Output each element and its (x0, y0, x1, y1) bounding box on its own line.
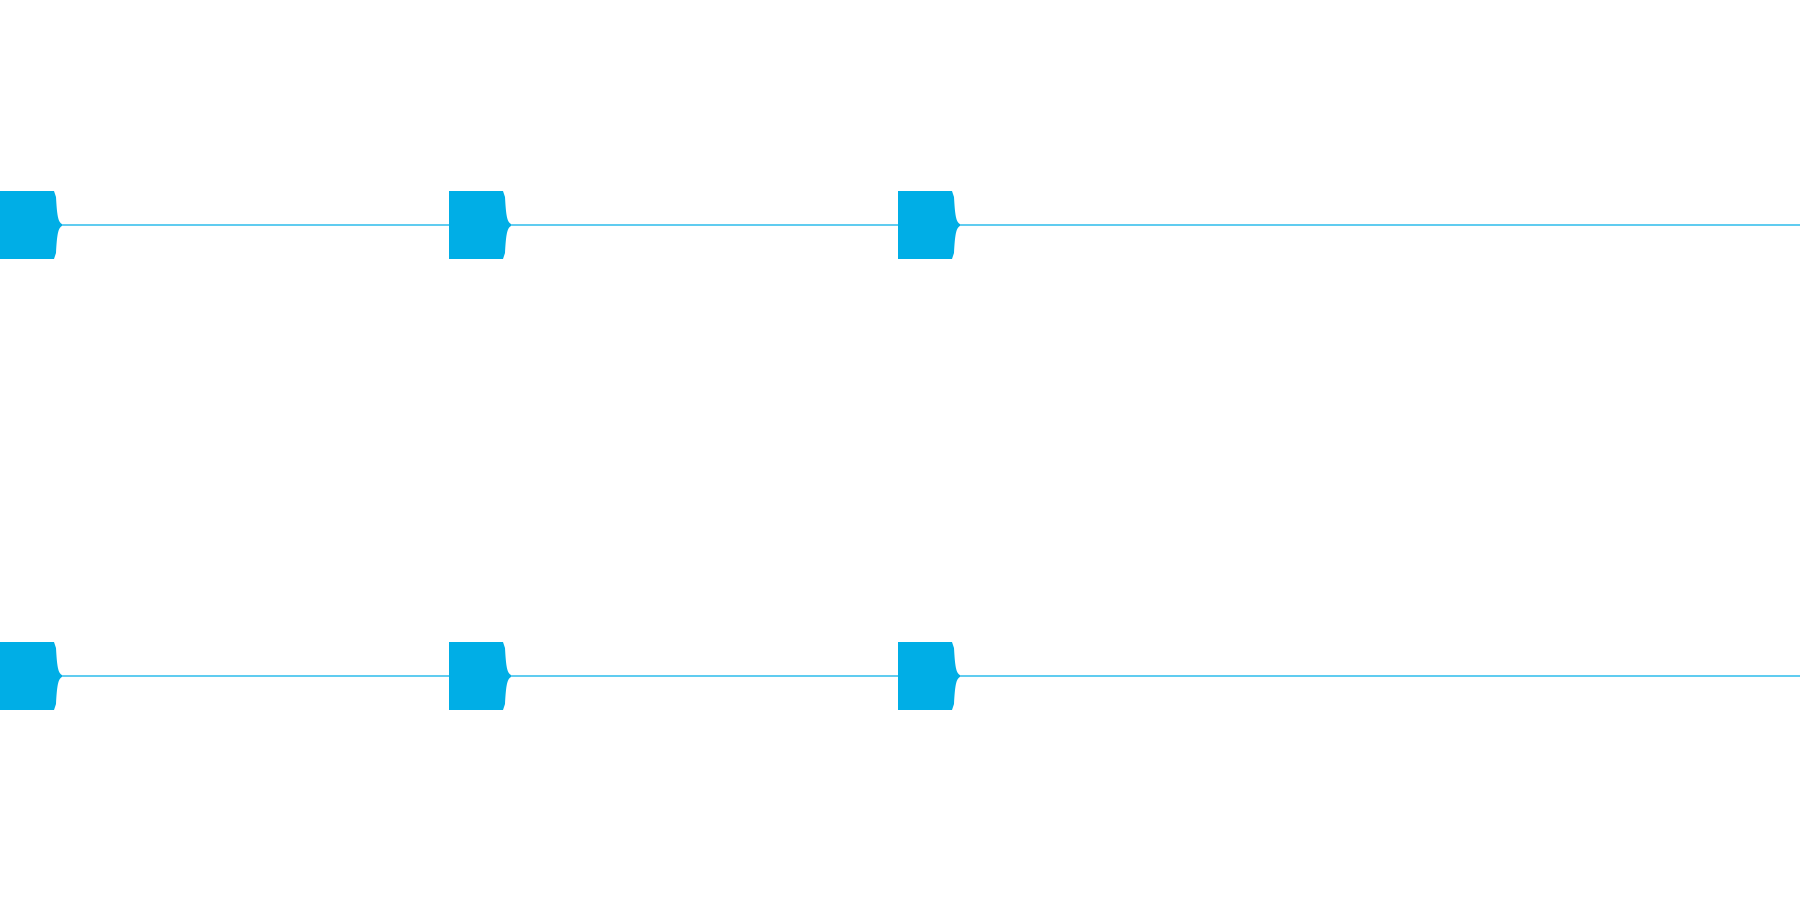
square-marker (898, 191, 960, 259)
square-marker (0, 642, 62, 710)
timeline-row-1 (0, 191, 1800, 259)
square-marker (0, 191, 62, 259)
square-marker (898, 642, 960, 710)
timeline-row-2 (0, 642, 1800, 710)
square-marker (449, 642, 511, 710)
square-marker (449, 191, 511, 259)
